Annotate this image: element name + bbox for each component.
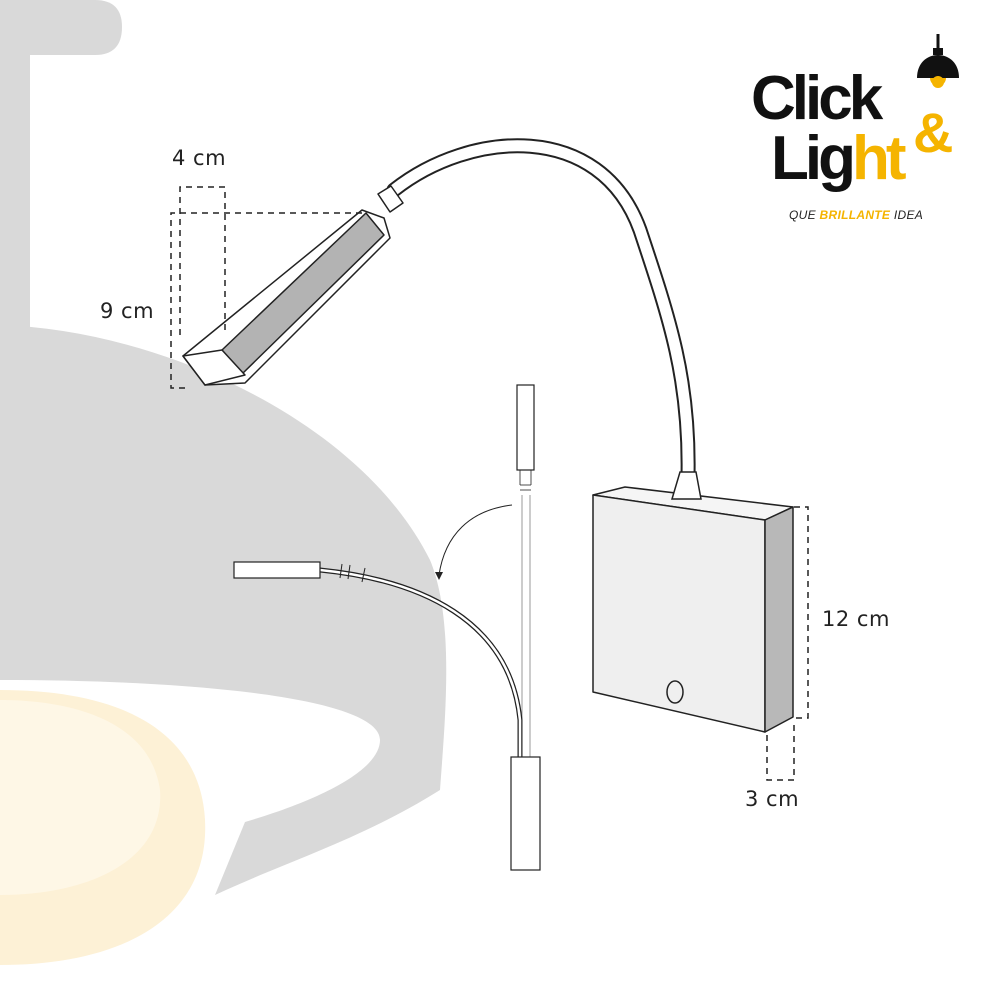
head-height-bracket (170, 212, 362, 389)
logo-tagline: QUE BRILLANTE IDEA (789, 208, 923, 222)
pendant-lamp-icon (917, 34, 959, 88)
head-width-label: 4 cm (172, 146, 227, 170)
rotate-arrow-icon (438, 504, 513, 576)
folded-head-vertical (516, 384, 535, 471)
folded-lamp-view (233, 384, 541, 871)
logo-ampersand: & (913, 101, 954, 164)
rotate-arrow-head (435, 572, 443, 580)
box-depth-bracket (766, 720, 795, 781)
watermark-hook (0, 0, 122, 55)
lamp-head-end-cap (182, 349, 246, 386)
logo-word-light: Light (771, 128, 906, 190)
lamp-head-collar (377, 185, 404, 213)
power-switch-icon (666, 680, 684, 704)
logo-word-light-part2: ht (851, 124, 906, 193)
logo-tagline-bold: BRILLANTE (819, 208, 891, 222)
logo-word-light-part1: Lig (771, 124, 856, 193)
logo-tagline-post: IDEA (890, 208, 924, 222)
gooseneck-arm (386, 138, 696, 484)
folded-head-horizontal (233, 561, 321, 579)
watermark-stem (0, 55, 30, 335)
watermark-glow-inner (0, 700, 161, 895)
base-box-front (592, 494, 766, 733)
watermark-lamp-icon (0, 0, 447, 965)
box-height-bracket (794, 506, 809, 719)
arm-base-connector (670, 471, 702, 500)
box-height-label: 12 cm (822, 607, 890, 631)
lamp-head-light-face (221, 212, 385, 375)
head-width-bracket (179, 186, 226, 335)
wall-base-box (592, 486, 794, 733)
lamp-head (182, 185, 404, 386)
logo-tagline-pre: QUE (789, 208, 820, 222)
watermark-shade (0, 325, 447, 895)
base-box-side (764, 506, 794, 733)
head-height-label: 9 cm (100, 299, 155, 323)
folded-base-stem (510, 756, 541, 871)
box-depth-label: 3 cm (745, 787, 800, 811)
logo-word-click: Click (751, 64, 883, 133)
dimension-lines (170, 186, 809, 781)
brand-logo: Click & Light QUE BRILLANTE IDEA (745, 30, 975, 230)
